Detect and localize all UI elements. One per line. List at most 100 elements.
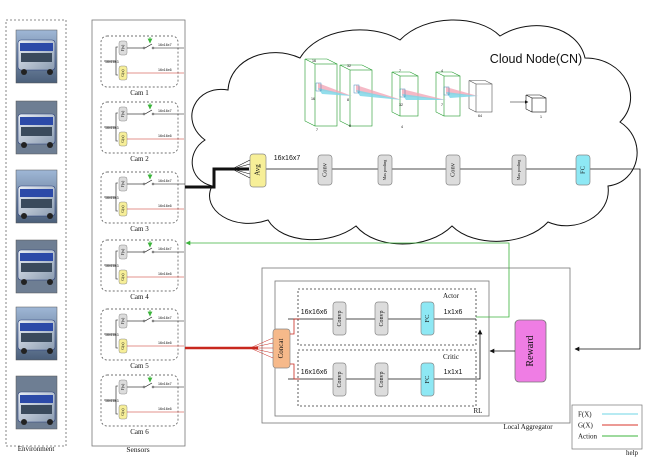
camera-input-size: 16x16x3 — [105, 196, 119, 200]
actor-fc-label: FC — [424, 315, 431, 323]
bus-photo-5 — [15, 306, 58, 361]
critic-fc: FC — [420, 362, 435, 397]
camera-f-block: F(x) — [118, 244, 128, 260]
cube-dimension-label: 8 — [349, 124, 351, 128]
critic-convp2-label: Convp — [379, 371, 385, 387]
cam3-to-cloud-link — [185, 167, 249, 189]
help-border — [571, 404, 643, 450]
camera-bottom-output-size: 16x16x6 — [158, 407, 172, 411]
feature-cube-2 — [339, 64, 373, 127]
camera-f-label: F(x) — [121, 383, 125, 390]
environment-label: Environment — [18, 445, 55, 453]
cube-dimension-label: 32 — [347, 64, 351, 68]
avg-rect — [249, 153, 267, 188]
avg-fan-in — [231, 159, 251, 179]
camera-g-label: G(x) — [121, 408, 125, 416]
cloud-fc-block: FC — [575, 154, 591, 186]
conv1-block: Conv — [317, 154, 333, 186]
camera-g-label: G(x) — [121, 342, 125, 350]
kernel-projection-3 — [399, 88, 446, 100]
sensors-label: Sensors — [126, 445, 149, 454]
cube-dimension-label: 32 — [399, 103, 403, 107]
avg-block: Avg — [249, 153, 267, 188]
camera-box — [100, 308, 179, 361]
pool1-block: Max pooling — [377, 154, 393, 186]
actor-label: Actor — [443, 292, 460, 300]
conv2-block: Conv — [445, 154, 461, 186]
concat-to-actor — [290, 318, 300, 335]
avg-label: Avg — [254, 164, 262, 176]
camera-f-label: F(x) — [121, 44, 125, 51]
kernel-projection-2 — [353, 84, 402, 100]
critic-input-size: 16x16x6 — [301, 369, 328, 376]
camera-top-output-size: 16x16x7 — [158, 109, 172, 113]
camera-g-label: G(x) — [121, 205, 125, 213]
kernel-projection-1 — [315, 82, 352, 96]
cube-dimension-label: 4 — [441, 69, 443, 73]
camera-bottom-output-size: 16x16x6 — [158, 68, 172, 72]
legend-item: F(X) — [578, 411, 638, 419]
bus-photo-3 — [15, 169, 58, 224]
reward-label: Reward — [525, 335, 536, 366]
cube-dimension-label: 64 — [478, 114, 482, 118]
reward-block: Reward — [514, 319, 547, 383]
pool2-block: Max pooling — [511, 154, 527, 186]
camera-f-block: F(x) — [118, 313, 128, 329]
camera-input-size: 16x16x3 — [105, 264, 119, 268]
local-aggregator-label: Local Aggregator — [503, 423, 553, 431]
conv2-rect — [445, 154, 461, 186]
concat-rect — [272, 328, 291, 369]
pool1-rect — [377, 154, 393, 186]
camera-input-size: 16x16x3 — [105, 60, 119, 64]
cloud-fc-rect — [575, 154, 591, 186]
local-aggregator: RL Local Aggregator Actor 16x16x6 Convp … — [261, 267, 571, 431]
environment-border — [5, 19, 67, 447]
concat-to-critic — [290, 363, 300, 380]
pool2-label: Max pooling — [516, 160, 521, 181]
cube-dimension-label: 4 — [401, 125, 403, 129]
legend-item-label: Action — [578, 433, 598, 441]
cloud-to-reward-arrow — [574, 168, 641, 352]
camera-box — [100, 101, 179, 154]
camera-label: Cam 1 — [130, 89, 149, 97]
camera-bottom-output-size: 16x16x6 — [158, 341, 172, 345]
kernel-projection-4 — [443, 86, 478, 98]
help-label: help — [626, 449, 639, 457]
camera-g-block: G(x) — [118, 65, 128, 81]
camera-top-output-size: 16x16x7 — [158, 43, 172, 47]
concat-label: Concat — [277, 339, 285, 359]
actor-convp2-label: Convp — [379, 310, 385, 326]
pool1-label: Max pooling — [382, 160, 387, 181]
camera-g-block: G(x) — [118, 269, 128, 285]
cube-dimension-label: 1 — [540, 115, 542, 119]
camera-box — [100, 35, 179, 88]
critic-label: Critic — [443, 353, 459, 361]
sensors-border — [91, 19, 186, 447]
camera-g-label: G(x) — [121, 135, 125, 143]
feature-cube-6 — [525, 94, 547, 113]
camera-g-block: G(x) — [118, 404, 128, 420]
camera-top-output-size: 16x16x7 — [158, 247, 172, 251]
conv1-label: Conv — [321, 162, 328, 177]
cloud-fc-label: FC — [579, 166, 586, 174]
cloud-title: Cloud Node(CN) — [490, 52, 582, 66]
conv1-rect — [317, 154, 333, 186]
critic-convp1-label: Convp — [337, 371, 343, 387]
critic-fc-label: FC — [424, 376, 431, 384]
camera-g-label: G(x) — [121, 69, 125, 77]
camera-f-label: F(x) — [121, 248, 125, 255]
conv2-label: Conv — [449, 162, 456, 177]
camera-f-block: F(x) — [118, 379, 128, 395]
camera-input-size: 16x16x3 — [105, 333, 119, 337]
camera-label: Cam 4 — [130, 293, 149, 301]
bus-photo-2 — [15, 100, 58, 155]
pool2-rect — [511, 154, 527, 186]
camera-bottom-output-size: 16x16x6 — [158, 134, 172, 138]
critic-output-size: 1x1x1 — [444, 369, 463, 376]
camera-input-size: 16x16x3 — [105, 126, 119, 130]
actor-convp1: Convp — [332, 301, 347, 336]
